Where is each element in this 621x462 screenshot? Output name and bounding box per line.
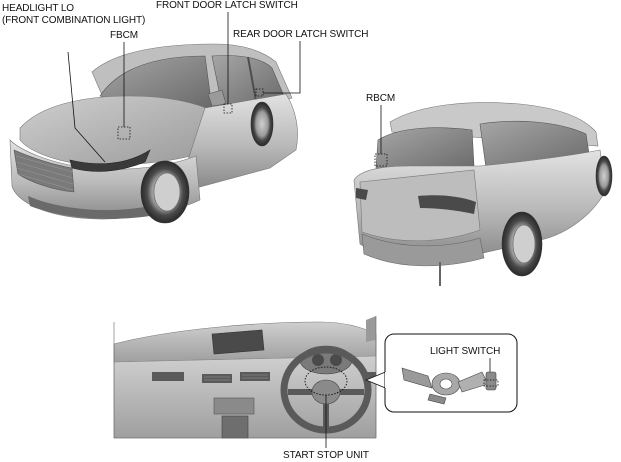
leader-lines	[67, 12, 491, 448]
rear-vehicle-illustration	[353, 102, 613, 286]
rear-door-latch-switch-label: REAR DOOR LATCH SWITCH	[233, 29, 369, 40]
front-door-latch-switch-label: FRONT DOOR LATCH SWITCH	[156, 0, 298, 11]
rear-door-latch-marker	[255, 88, 264, 97]
front-combination-light-label: (FRONT COMBINATION LIGHT)	[2, 15, 146, 26]
front-vehicle-illustration	[9, 43, 298, 224]
light-switch-label: LIGHT SWITCH	[430, 346, 501, 357]
headlight-lo-label: HEADLIGHT LO	[2, 3, 74, 14]
start-stop-unit-label: START STOP UNIT	[283, 450, 369, 461]
light-switch-illustration	[401, 367, 499, 405]
rbcm-label: RBCM	[366, 93, 396, 104]
interior-illustration	[113, 316, 377, 439]
light-switch-marker	[483, 379, 499, 387]
fbcm-label: FBCM	[110, 30, 138, 41]
